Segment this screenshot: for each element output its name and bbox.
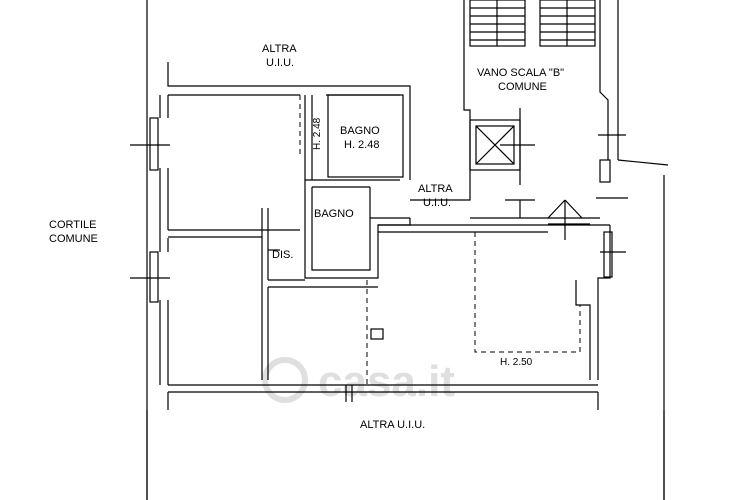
label-h248-vertical: H. 2.48 bbox=[312, 117, 323, 150]
label-bagno1-1: BAGNO bbox=[340, 125, 380, 137]
watermark-logo-icon bbox=[262, 357, 308, 403]
label-h250: H. 2.50 bbox=[500, 357, 533, 368]
label-altra-top-2: U.I.U. bbox=[266, 57, 294, 69]
label-altra-mid-1: ALTRA bbox=[418, 183, 453, 195]
label-bagno2: BAGNO bbox=[314, 208, 354, 220]
label-dis: DIS. bbox=[272, 249, 293, 261]
label-cortile-2: COMUNE bbox=[49, 233, 98, 245]
label-vano-2: COMUNE bbox=[498, 81, 547, 93]
watermark-text: casa.it bbox=[318, 357, 455, 406]
label-vano-1: VANO SCALA "B" bbox=[477, 67, 564, 79]
label-altra-mid-2: U.I.U. bbox=[423, 197, 451, 209]
label-bagno1-2: H. 2.48 bbox=[344, 139, 379, 151]
walls bbox=[130, 0, 669, 500]
label-altra-top-1: ALTRA bbox=[262, 43, 297, 55]
label-altra-bottom: ALTRA U.I.U. bbox=[360, 419, 425, 431]
watermark: casa.it bbox=[262, 357, 455, 406]
label-cortile-1: CORTILE bbox=[49, 219, 96, 231]
dashed-lines bbox=[299, 95, 581, 385]
